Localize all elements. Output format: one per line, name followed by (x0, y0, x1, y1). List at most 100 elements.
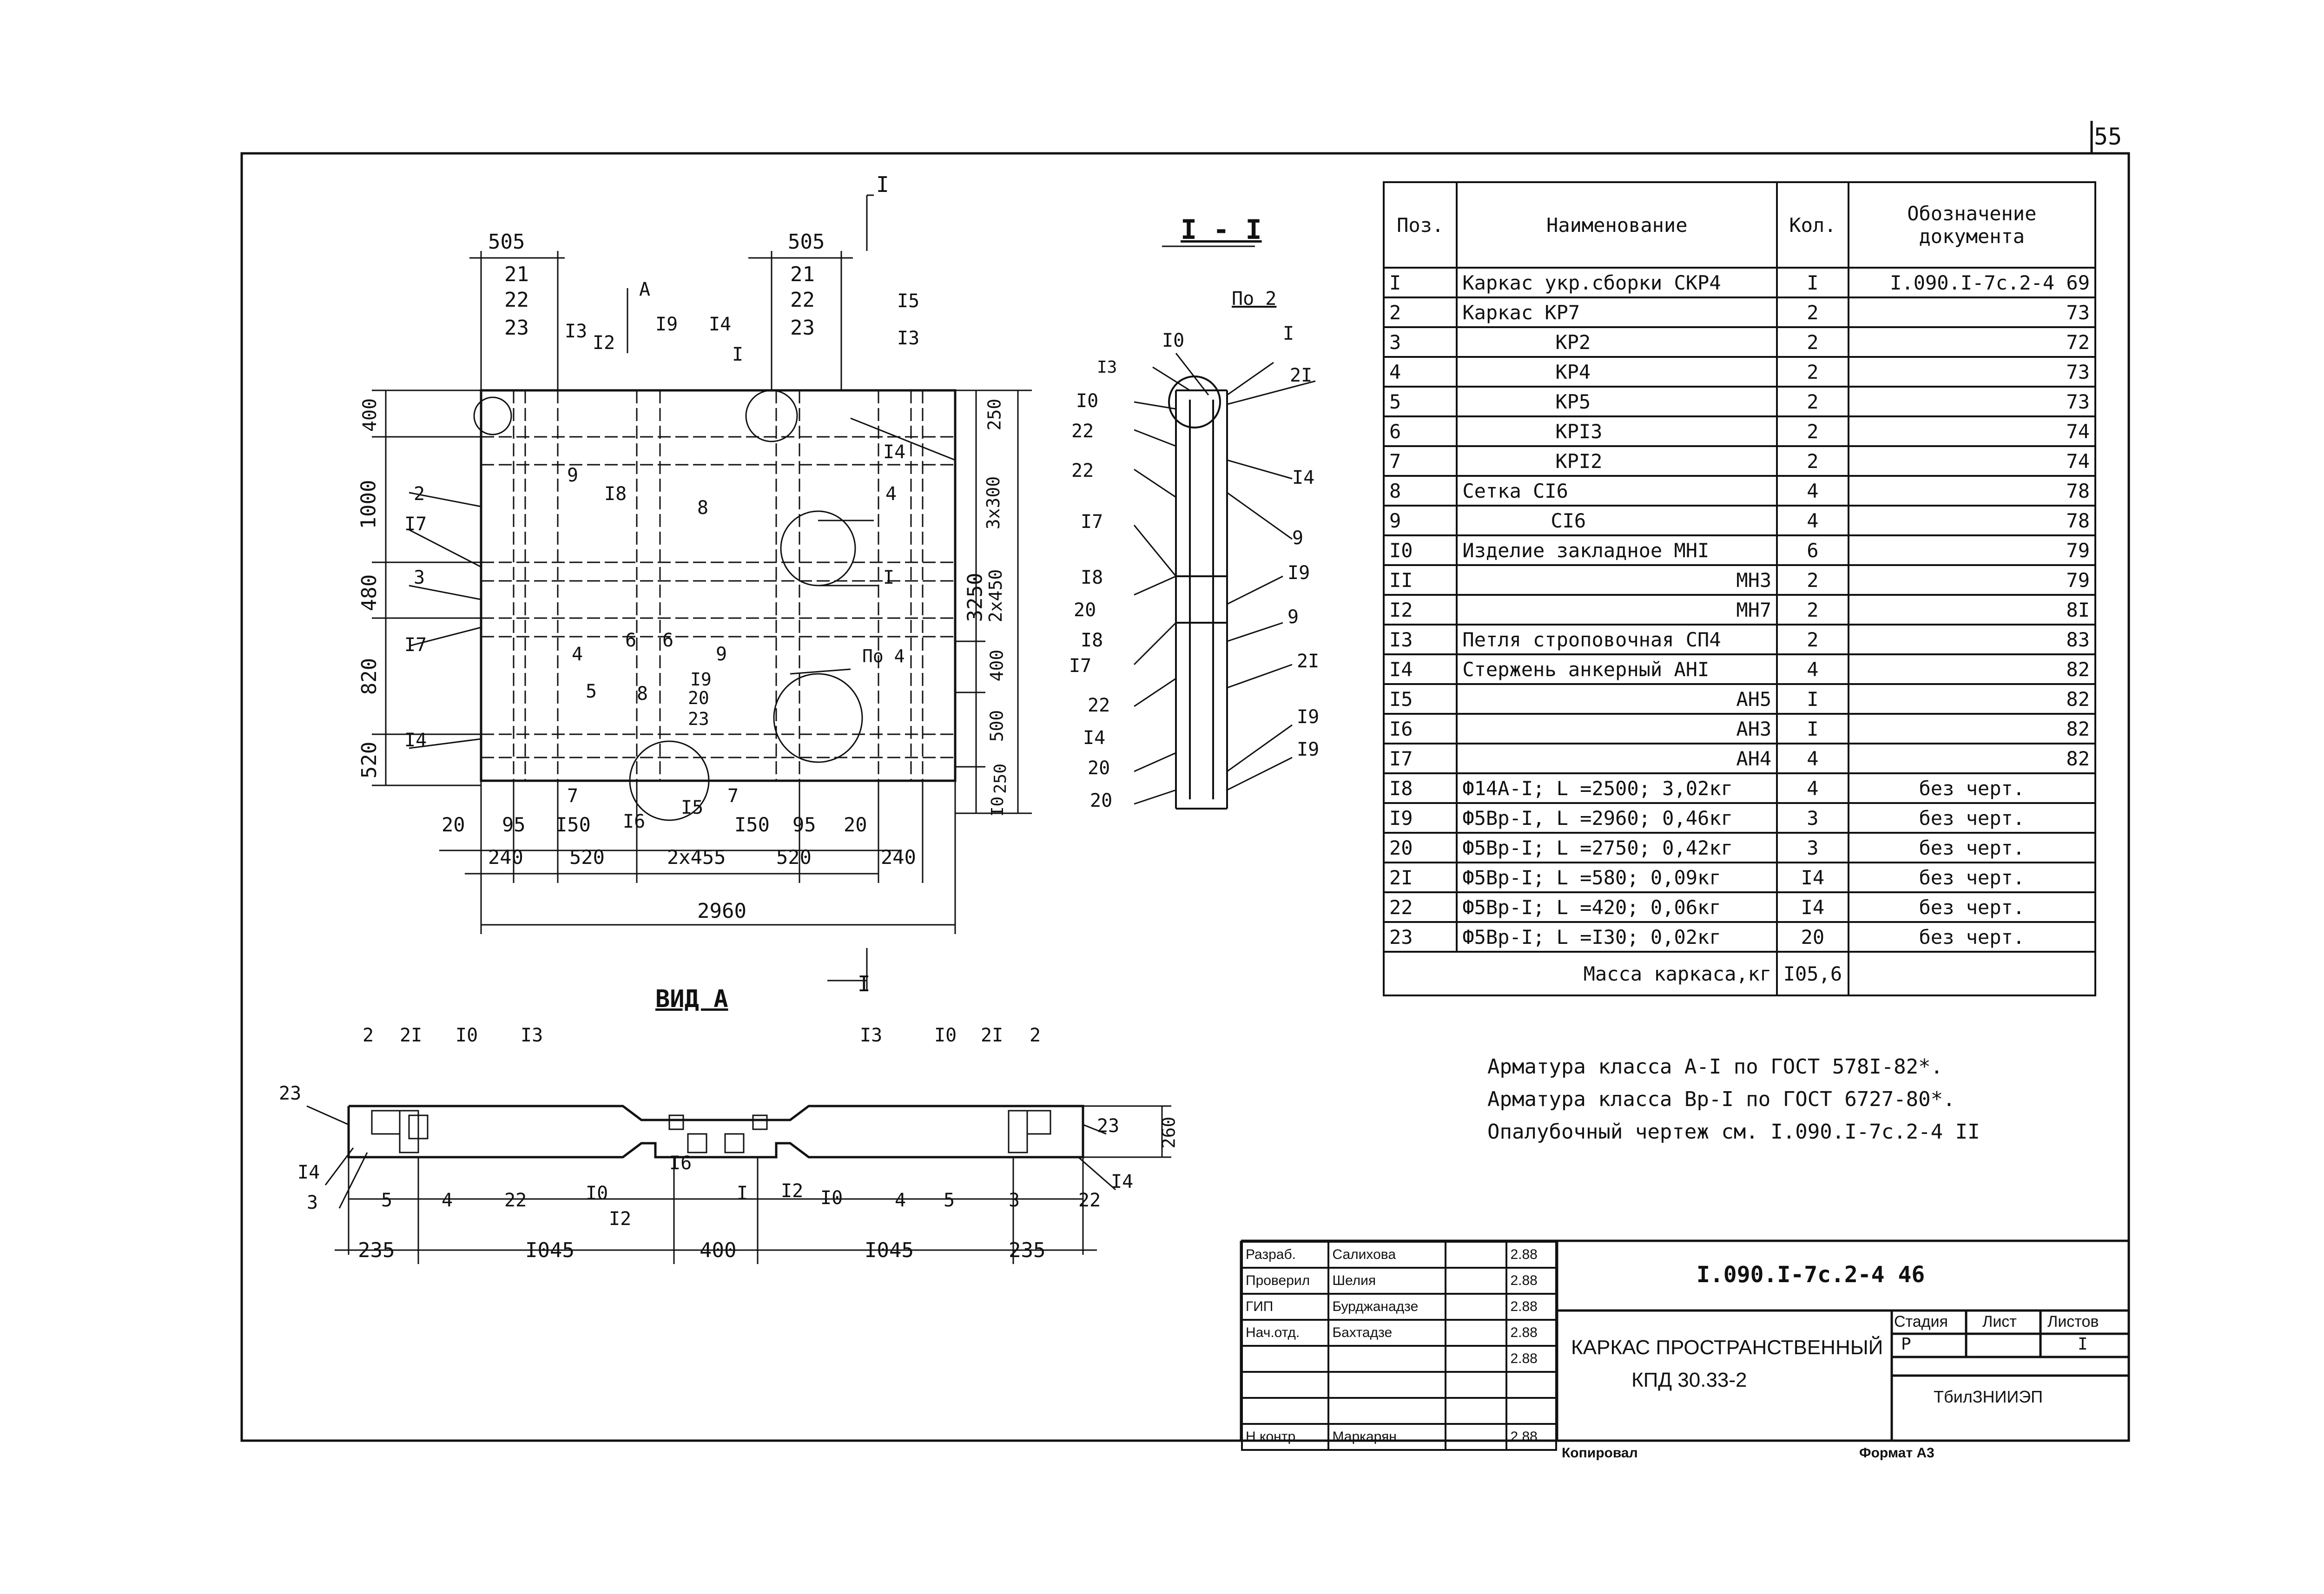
spec-pos: 6 (1382, 415, 1458, 447)
plan-left-dim: 400 (359, 398, 381, 432)
plan-callout: I4 (404, 730, 427, 751)
signature-date: 2.88 (1505, 1345, 1557, 1373)
spec-pos: 23 (1382, 921, 1458, 953)
section-callout: 2I (1290, 365, 1313, 386)
spec-qty: 4 (1776, 743, 1849, 774)
spec-doc: без черт. (1847, 862, 2097, 893)
view-arrow-label: А (639, 279, 651, 300)
signature-role: ГИП (1241, 1293, 1330, 1321)
spec-doc: без черт. (1847, 802, 2097, 834)
spec-name: Ф5Вр-I; L =I30; 0,02кг (1456, 921, 1778, 953)
spec-pos: I0 (1382, 534, 1458, 566)
view-a-dim: 235 (358, 1238, 395, 1262)
spec-pos: I4 (1382, 653, 1458, 685)
plan-right-dim: 250 (984, 398, 1005, 431)
spec-qty: 4 (1776, 505, 1849, 536)
section-callout: I8 (1081, 630, 1103, 651)
spec-pos: 20 (1382, 832, 1458, 863)
spec-mass-row: Масса каркаса,кг I05,6 (1382, 951, 2097, 996)
view-a-dim: I045 (525, 1238, 574, 1262)
spec-qty: 4 (1776, 772, 1849, 804)
signature-name: Шелия (1327, 1267, 1446, 1295)
spec-doc: 8I (1847, 594, 2097, 626)
section-callout: 20 (1090, 790, 1113, 811)
view-a-callout: 2 (1030, 1025, 1041, 1046)
plan-label: 23 (790, 316, 815, 340)
spec-qty: 2 (1776, 564, 1849, 596)
spec-name: Каркас укр.сборки СКР4 (1456, 267, 1778, 298)
spec-doc: без черт. (1847, 832, 2097, 863)
spec-name: КР4 (1456, 356, 1778, 388)
spec-pos: 8 (1382, 475, 1458, 507)
signature-mark (1444, 1371, 1508, 1399)
plan-bottom-dim: I50 (734, 813, 770, 836)
plan-right-dim: 500 (986, 710, 1007, 742)
spec-doc: без черт. (1847, 921, 2097, 953)
footer-copied: Копировал (1562, 1445, 1638, 1461)
spec-qty: 2 (1776, 356, 1849, 388)
signature-role: Проверил (1241, 1267, 1330, 1295)
signature-date: 2.88 (1505, 1293, 1557, 1321)
signature-mark (1444, 1293, 1508, 1321)
plan-callout: 2 (414, 483, 425, 505)
section-callout: 9 (1292, 527, 1304, 549)
view-a-callout: I2 (609, 1208, 632, 1230)
signature-role: Н.контр. (1241, 1423, 1330, 1451)
spec-qty: 4 (1776, 653, 1849, 685)
view-a-callout: 5 (944, 1190, 955, 1211)
plan-right-dim: 250 (991, 763, 1010, 794)
plan-label: 21 (790, 263, 815, 286)
spec-doc: 74 (1847, 445, 2097, 477)
spec-qty: 20 (1776, 921, 1849, 953)
plan-callout: I5 (681, 797, 704, 818)
plan-callout: 7 (567, 785, 579, 807)
view-a (306, 1105, 1171, 1264)
view-a-callout: I3 (521, 1025, 543, 1046)
section-callout: 22 (1071, 460, 1094, 481)
signature-date: 2.88 (1505, 1319, 1557, 1347)
plan-callout: 8 (637, 683, 648, 705)
plan-callout: 20 (688, 688, 709, 708)
spec-doc: 73 (1847, 356, 2097, 388)
plan-bottom-dim: 95 (502, 813, 526, 836)
plan-callout: 9 (567, 465, 579, 486)
plan-left-dim: 820 (357, 658, 382, 695)
spec-header-name: Наименование (1456, 181, 1778, 269)
plan-callout: 5 (586, 681, 597, 702)
spec-pos: I9 (1382, 802, 1458, 834)
stage-value: Р (1901, 1335, 1911, 1354)
plan-bottom-dim: 240 (881, 846, 916, 869)
signature-date: 2.88 (1505, 1267, 1557, 1295)
plan-right-dim: 400 (986, 649, 1007, 682)
spec-qty: I (1776, 683, 1849, 715)
sheets-label: Листов (2047, 1313, 2099, 1331)
view-a-callout: 4 (895, 1190, 906, 1211)
spec-header-row: Поз. Наименование Кол. Обозначение докум… (1382, 181, 2097, 269)
section-callout: 20 (1088, 757, 1110, 779)
spec-name: АН5 (1456, 683, 1778, 715)
plan-callout: 9 (716, 644, 727, 665)
section-mark-bottom: I (858, 971, 871, 996)
note-line: Арматура класса А-I по ГОСТ 578I-82*. (1487, 1055, 1943, 1079)
signature-name: Салихова (1327, 1241, 1446, 1269)
spec-doc: 83 (1847, 624, 2097, 655)
plan-callout: I4 (883, 441, 906, 463)
spec-doc: 79 (1847, 564, 2097, 596)
spec-pos: 9 (1382, 505, 1458, 536)
plan-callout: I8 (604, 483, 627, 505)
note-line: Опалубочный чертеж см. I.090.I-7с.2-4 II (1487, 1120, 1980, 1144)
view-a-callout: I4 (1111, 1171, 1134, 1192)
plan-callout: 6 (625, 630, 637, 651)
plan-overall-width: 2960 (697, 899, 746, 923)
view-a-left-label: 23 (279, 1083, 302, 1104)
signature-row (1241, 1371, 1557, 1399)
